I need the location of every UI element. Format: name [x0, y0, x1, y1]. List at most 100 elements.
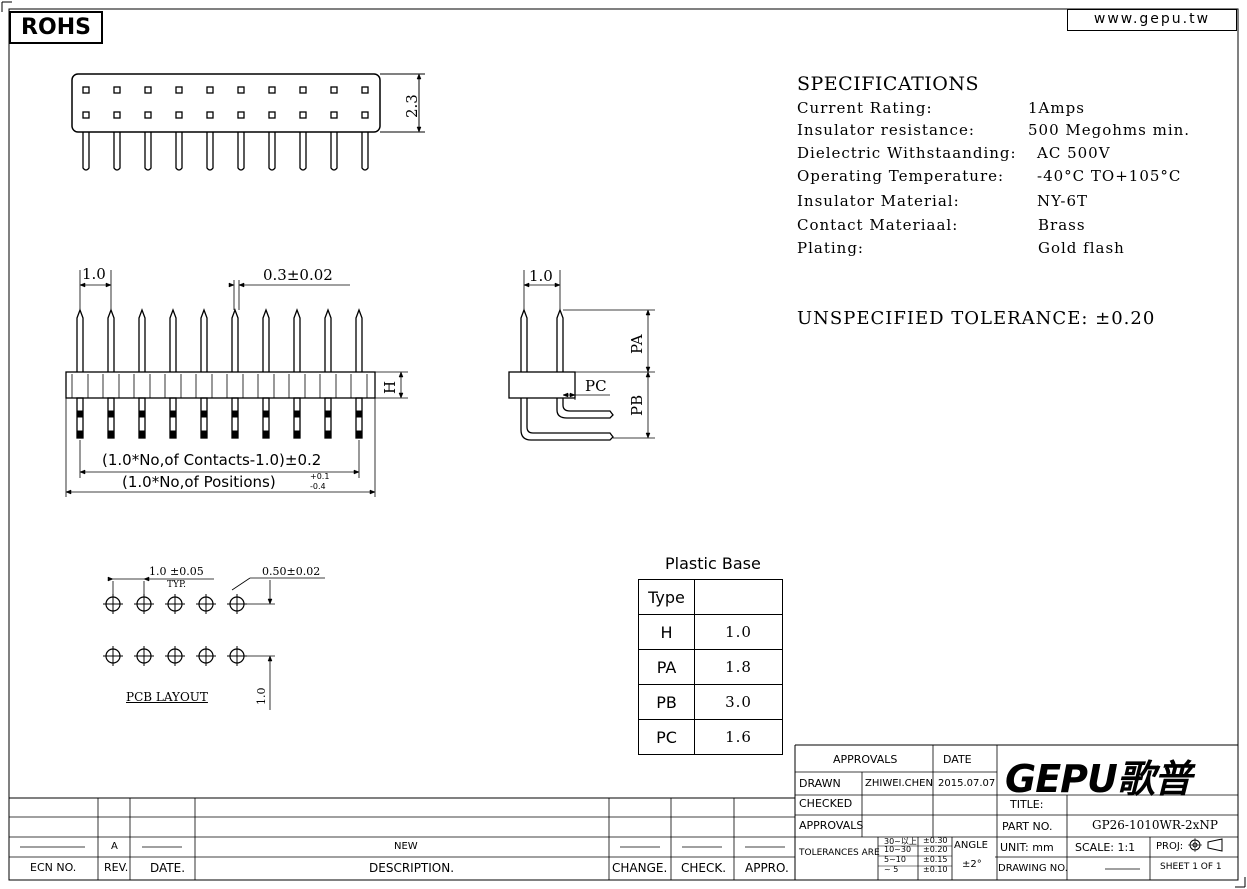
top-view-drawing [71, 73, 425, 171]
tb-unit: UNIT: mm [1000, 841, 1054, 854]
tb-part-no: GP26-1010WR-2xNP [1092, 818, 1218, 832]
website-url[interactable]: www.gepu.tw [1067, 9, 1237, 31]
pcb-layout-drawing [103, 576, 325, 710]
dim-pin-width: 0.3±0.02 [263, 266, 333, 284]
dim-h: H [381, 380, 399, 394]
pin-square [144, 111, 152, 119]
table-cell-key: PA [638, 649, 695, 685]
pin-square [237, 111, 245, 119]
tb-part-no-label: PART NO. [1002, 820, 1053, 833]
table-cell-key: PB [638, 684, 695, 720]
table-cell-value: 3.0 [694, 684, 783, 720]
tb-angle-value: ±2° [962, 859, 982, 870]
tb-date-header: DATE [943, 753, 972, 766]
tb-drawing-no-label: DRAWING NO. [998, 863, 1068, 874]
pin-square [361, 111, 369, 119]
tol-range: 30~以上 [884, 837, 917, 846]
rohs-badge: ROHS [9, 11, 103, 44]
dim-pc: PC [585, 377, 607, 395]
tb-scale: SCALE: 1:1 [1075, 841, 1136, 854]
pin-lead [268, 132, 276, 171]
table-row: PB 3.0 [638, 684, 783, 720]
pcb-pitch-note: TYP. [167, 580, 187, 590]
tol-value: ±0.20 [923, 845, 948, 854]
table-cell-value: 1.6 [694, 719, 783, 755]
spec-value: Gold flash [1038, 239, 1125, 257]
rev-rev-header: REV. [104, 861, 129, 874]
pin-square [361, 86, 369, 94]
pin-square [113, 86, 121, 94]
pin-lead [237, 132, 245, 171]
rev-row-rev: A [111, 841, 118, 852]
tb-sheet: SHEET 1 OF 1 [1160, 862, 1222, 872]
pin-square [237, 86, 245, 94]
pin-square [268, 86, 276, 94]
tb-angle-label: ANGLE [954, 840, 988, 851]
spec-label: Insulator resistance: [797, 121, 975, 139]
dim-side-pitch: 1.0 [529, 267, 553, 285]
table-row: PC 1.6 [638, 719, 783, 755]
dim-pa: PA [628, 334, 646, 354]
pin-square [82, 111, 90, 119]
rev-row-desc: NEW [394, 841, 418, 852]
dim-positions-tol-plus: +0.1 [310, 472, 330, 481]
pin-square [113, 111, 121, 119]
pin-square [82, 86, 90, 94]
table-cell-value: 1.8 [694, 649, 783, 685]
pin-square [144, 86, 152, 94]
pin-square [299, 111, 307, 119]
spec-label: Plating: [797, 239, 864, 257]
spec-value: Brass [1038, 216, 1086, 234]
tb-proj: PROJ: [1156, 841, 1184, 852]
rev-appro-header: APPRO. [745, 861, 789, 875]
spec-label: Current Rating: [797, 99, 933, 117]
spec-value: 1Amps [1028, 99, 1085, 117]
tol-value: ±0.15 [923, 855, 948, 864]
gepu-logo: GEPU歌普 [1005, 757, 1192, 801]
spec-value: -40°C TO+105°C [1037, 167, 1182, 185]
pcb-pitch: 1.0 ±0.05 [149, 565, 204, 578]
drawing-border [8, 8, 1239, 881]
spec-label: Contact Materiaal: [797, 216, 959, 234]
table-row: PA 1.8 [638, 649, 783, 685]
pin-square [175, 111, 183, 119]
tol-range: 5~10 [884, 855, 906, 864]
dim-positions-formula: (1.0*No,of Positions) [122, 473, 276, 491]
tb-drawn-label: DRAWN [799, 777, 841, 790]
pin-lead [82, 132, 90, 171]
spec-value: NY-6T [1037, 192, 1088, 210]
pcb-layout-label: PCB LAYOUT [126, 690, 208, 704]
pin-square [206, 86, 214, 94]
rev-check-header: CHECK. [681, 861, 727, 875]
table-row: H 1.0 [638, 614, 783, 650]
pin-lead [175, 132, 183, 171]
tb-checked-label: CHECKED [799, 797, 853, 810]
tb-approvals-header: APPROVALS [833, 753, 898, 766]
pin-lead [144, 132, 152, 171]
pin-lead [361, 132, 369, 171]
pin-square [175, 86, 183, 94]
rev-change-header: CHANGE. [612, 861, 668, 875]
dim-pitch: 1.0 [82, 265, 106, 283]
plastic-base-title: Plastic Base [665, 554, 761, 573]
tol-value: ±0.30 [923, 836, 948, 845]
plastic-base-table: Type H 1.0 PA 1.8 PB 3.0 PC 1.6 [638, 579, 783, 755]
unspecified-tolerance: UNSPECIFIED TOLERANCE: ±0.20 [797, 308, 1156, 329]
tb-title-label: TITLE: [1010, 798, 1044, 811]
spec-label: Dielectric Withstaanding: [797, 144, 1017, 162]
rev-desc-header: DESCRIPTION. [369, 861, 455, 875]
table-cell-key: H [638, 614, 695, 650]
tol-range: ~ 5 [884, 865, 899, 874]
front-view-drawing [65, 270, 408, 497]
tb-approvals-label: APPROVALS [799, 819, 864, 832]
dim-top-height: 2.3 [403, 94, 421, 118]
rev-ecn-header: ECN NO. [30, 861, 77, 874]
dim-pb: PB [628, 394, 646, 416]
tol-value: ±0.10 [923, 865, 948, 874]
specifications-title: SPECIFICATIONS [797, 73, 980, 95]
pin-square [330, 86, 338, 94]
pin-lead [330, 132, 338, 171]
tol-range: 10~30 [884, 845, 912, 854]
table-cell-key: PC [638, 719, 695, 755]
